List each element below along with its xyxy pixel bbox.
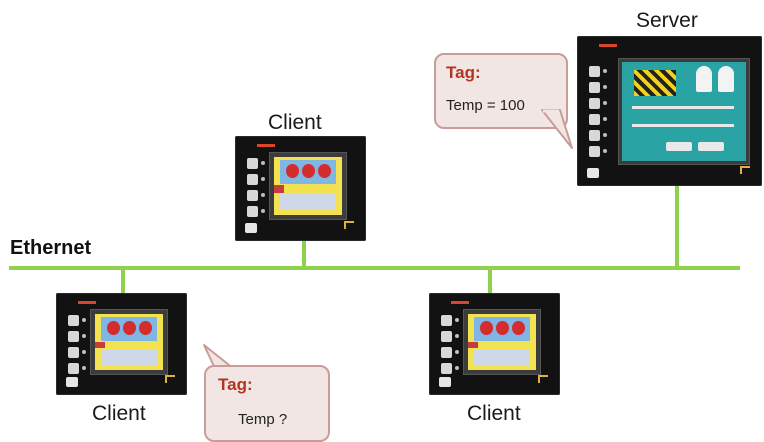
tank-icon: [318, 164, 331, 178]
status-led-icon: [165, 375, 175, 383]
silo-icon: [696, 66, 712, 92]
screen-button: [666, 142, 692, 151]
tank-icon: [496, 321, 509, 335]
server-button-column: [589, 66, 607, 157]
function-key[interactable]: [68, 363, 86, 374]
brand-mark: [257, 144, 275, 147]
client-screen-graphics: [95, 314, 163, 370]
function-key[interactable]: [247, 206, 265, 217]
brand-mark: [451, 301, 469, 304]
function-key[interactable]: [441, 315, 459, 326]
client-screen: [269, 152, 347, 220]
function-key[interactable]: [68, 347, 86, 358]
client-left-device[interactable]: [56, 293, 187, 395]
client-button-column: [441, 315, 459, 374]
brand-mark: [599, 44, 617, 47]
function-key[interactable]: [589, 82, 607, 93]
function-key[interactable]: [589, 98, 607, 109]
pipe-line: [632, 106, 734, 109]
server-tag-bubble: Tag: Temp = 100: [434, 53, 568, 129]
pipe-line: [632, 124, 734, 127]
ethernet-bus: [9, 266, 740, 270]
client-top-drop-line: [302, 240, 306, 268]
client-left-drop-line: [121, 268, 125, 294]
client-button-column: [68, 315, 86, 374]
status-led-icon: [740, 166, 750, 174]
function-key[interactable]: [441, 363, 459, 374]
server-label: Server: [636, 9, 698, 32]
data-row: [101, 349, 157, 365]
status-led-icon: [344, 221, 354, 229]
function-key[interactable]: [589, 130, 607, 141]
client-screen-graphics: [274, 157, 342, 215]
device-logo-icon: [66, 377, 78, 387]
tank-icon: [480, 321, 493, 335]
hazard-stripe-icon: [634, 70, 676, 96]
client-right-label: Client: [467, 402, 521, 425]
function-key[interactable]: [247, 174, 265, 185]
device-logo-icon: [587, 168, 599, 178]
side-bar: [274, 185, 284, 193]
client-top-label: Client: [268, 111, 322, 134]
function-key[interactable]: [441, 331, 459, 342]
side-bar: [468, 342, 478, 348]
client-right-device[interactable]: [429, 293, 560, 395]
status-led-icon: [538, 375, 548, 383]
server-screen-graphics: [622, 62, 746, 161]
client-right-drop-line: [488, 268, 492, 294]
client-button-column: [247, 158, 265, 217]
tank-icon: [107, 321, 120, 335]
client-screen-graphics: [468, 314, 536, 370]
tank-icon: [302, 164, 315, 178]
function-key[interactable]: [247, 190, 265, 201]
client-left-label: Client: [92, 402, 146, 425]
function-key[interactable]: [589, 66, 607, 77]
server-drop-line: [675, 186, 679, 268]
bubble-title: Tag:: [218, 375, 253, 394]
device-logo-icon: [439, 377, 451, 387]
function-key[interactable]: [247, 158, 265, 169]
data-row: [280, 194, 336, 210]
client-tag-bubble: Tag: Temp ?: [204, 365, 330, 442]
data-row: [474, 349, 530, 365]
client-top-device[interactable]: [235, 136, 366, 241]
brand-mark: [78, 301, 96, 304]
function-key[interactable]: [441, 347, 459, 358]
server-device[interactable]: [577, 36, 762, 186]
server-screen: [618, 58, 750, 165]
bubble-value: Temp = 100: [446, 97, 525, 114]
tank-icon: [139, 321, 152, 335]
function-key[interactable]: [68, 331, 86, 342]
tank-icon: [286, 164, 299, 178]
bubble-title: Tag:: [446, 63, 481, 82]
side-bar: [95, 342, 105, 348]
tank-icon: [512, 321, 525, 335]
function-key[interactable]: [68, 315, 86, 326]
client-screen: [463, 309, 541, 375]
silo-icon: [718, 66, 734, 92]
tank-icon: [123, 321, 136, 335]
function-key[interactable]: [589, 114, 607, 125]
server-bubble-tail: [541, 109, 573, 149]
ethernet-label: Ethernet: [10, 237, 92, 259]
function-key[interactable]: [589, 146, 607, 157]
screen-button: [698, 142, 724, 151]
device-logo-icon: [245, 223, 257, 233]
bubble-value: Temp ?: [238, 411, 288, 428]
client-screen: [90, 309, 168, 375]
